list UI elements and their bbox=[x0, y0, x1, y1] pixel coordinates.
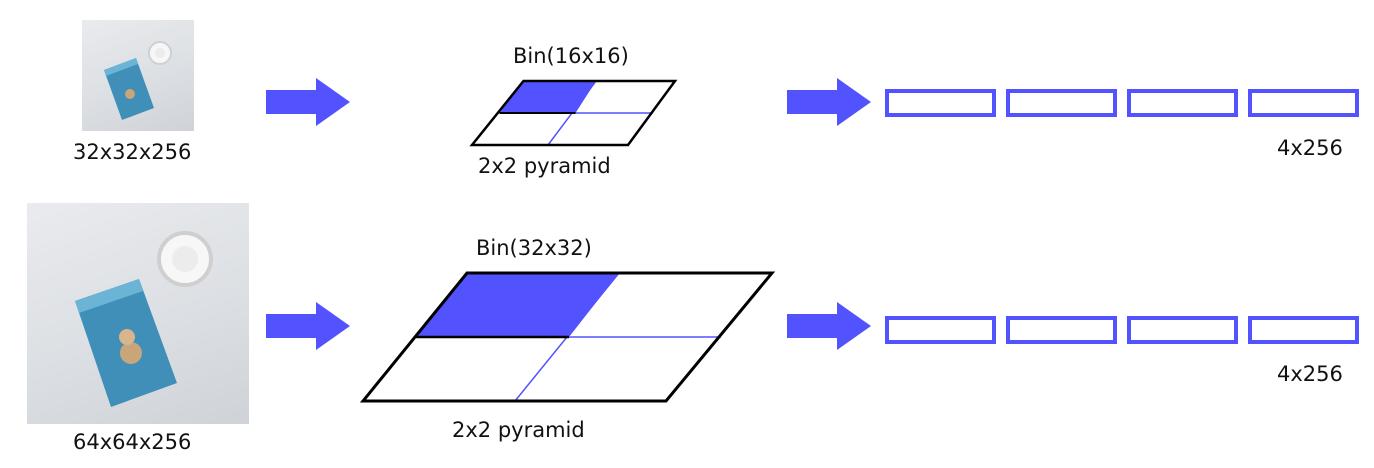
arrow-right-icon bbox=[787, 78, 871, 126]
pyramid-label-2: 2x2 pyramid bbox=[452, 418, 585, 442]
output-vector-2 bbox=[885, 316, 1359, 344]
input-image-large bbox=[27, 203, 249, 424]
output-cell bbox=[1127, 316, 1238, 344]
output-cell bbox=[1248, 316, 1359, 344]
output-cell bbox=[1127, 89, 1238, 117]
spatial-pyramid-grid-1 bbox=[469, 79, 678, 147]
arrow-right-icon bbox=[266, 78, 350, 126]
bin-size-label-1: Bin(16x16) bbox=[513, 44, 629, 68]
output-cell bbox=[885, 89, 996, 117]
input-size-label-2: 64x64x256 bbox=[73, 430, 192, 454]
input-size-label-1: 32x32x256 bbox=[73, 140, 192, 164]
output-size-label-1: 4x256 bbox=[1277, 136, 1343, 160]
bin-size-label-2: Bin(32x32) bbox=[476, 236, 592, 260]
output-cell bbox=[1006, 89, 1117, 117]
pyramid-bin-highlighted bbox=[416, 273, 619, 337]
arrow-right-icon bbox=[266, 302, 350, 350]
output-vector-1 bbox=[885, 89, 1359, 117]
output-size-label-2: 4x256 bbox=[1277, 362, 1343, 386]
output-cell bbox=[885, 316, 996, 344]
pyramid-outline bbox=[360, 271, 776, 403]
input-image-small bbox=[82, 20, 194, 131]
arrow-right-icon bbox=[787, 302, 871, 350]
input-image-small-drawing bbox=[104, 41, 172, 120]
pyramid-bin-highlighted bbox=[499, 81, 596, 113]
pyramid-outline bbox=[469, 79, 678, 147]
output-cell bbox=[1248, 89, 1359, 117]
spatial-pyramid-grid-2 bbox=[360, 271, 776, 403]
input-image-large-drawing bbox=[75, 231, 213, 407]
output-cell bbox=[1006, 316, 1117, 344]
pyramid-label-1: 2x2 pyramid bbox=[478, 154, 611, 178]
